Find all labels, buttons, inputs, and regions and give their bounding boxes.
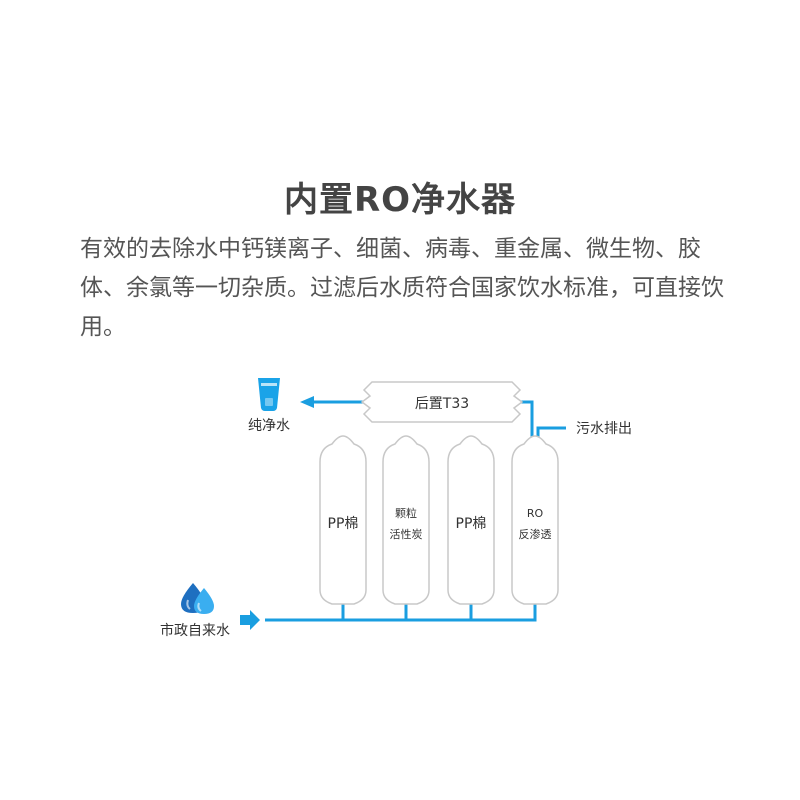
tap-water-label: 市政自来水 xyxy=(160,622,230,639)
tap-water-arrow-icon xyxy=(240,610,260,630)
pipe-network xyxy=(265,400,566,622)
pure-water-arrow-icon xyxy=(300,396,314,408)
filter-4-label-line1: RO xyxy=(527,507,544,520)
filter-cartridge-1 xyxy=(319,435,367,605)
pure-water-label: 纯净水 xyxy=(248,418,290,434)
filter-cartridges xyxy=(319,435,559,605)
filter-cartridge-2 xyxy=(382,435,430,605)
filter-2-label-line1: 颗粒 xyxy=(395,506,417,520)
water-drops-icon xyxy=(181,583,214,614)
filter-cartridge-4 xyxy=(511,435,559,605)
filter-cartridge-3 xyxy=(447,435,495,605)
filter-3-label: PP棉 xyxy=(456,515,487,532)
filter-4-label-line2: 反渗透 xyxy=(519,527,552,541)
page-title: 内置RO净水器 xyxy=(283,180,517,220)
filter-1-label: PP棉 xyxy=(328,515,359,532)
post-filter-label: 后置T33 xyxy=(415,396,469,412)
inlet-pipe xyxy=(265,604,537,622)
waste-water-label: 污水排出 xyxy=(576,421,632,437)
filter-2-label-line2: 活性炭 xyxy=(390,527,423,541)
post-filter-t33: 后置T33 xyxy=(360,381,524,423)
page-description: 有效的去除水中钙镁离子、细菌、病毒、重金属、微生物、胶体、余氯等一切杂质。过滤后… xyxy=(80,236,724,340)
water-glass-icon xyxy=(258,378,280,411)
